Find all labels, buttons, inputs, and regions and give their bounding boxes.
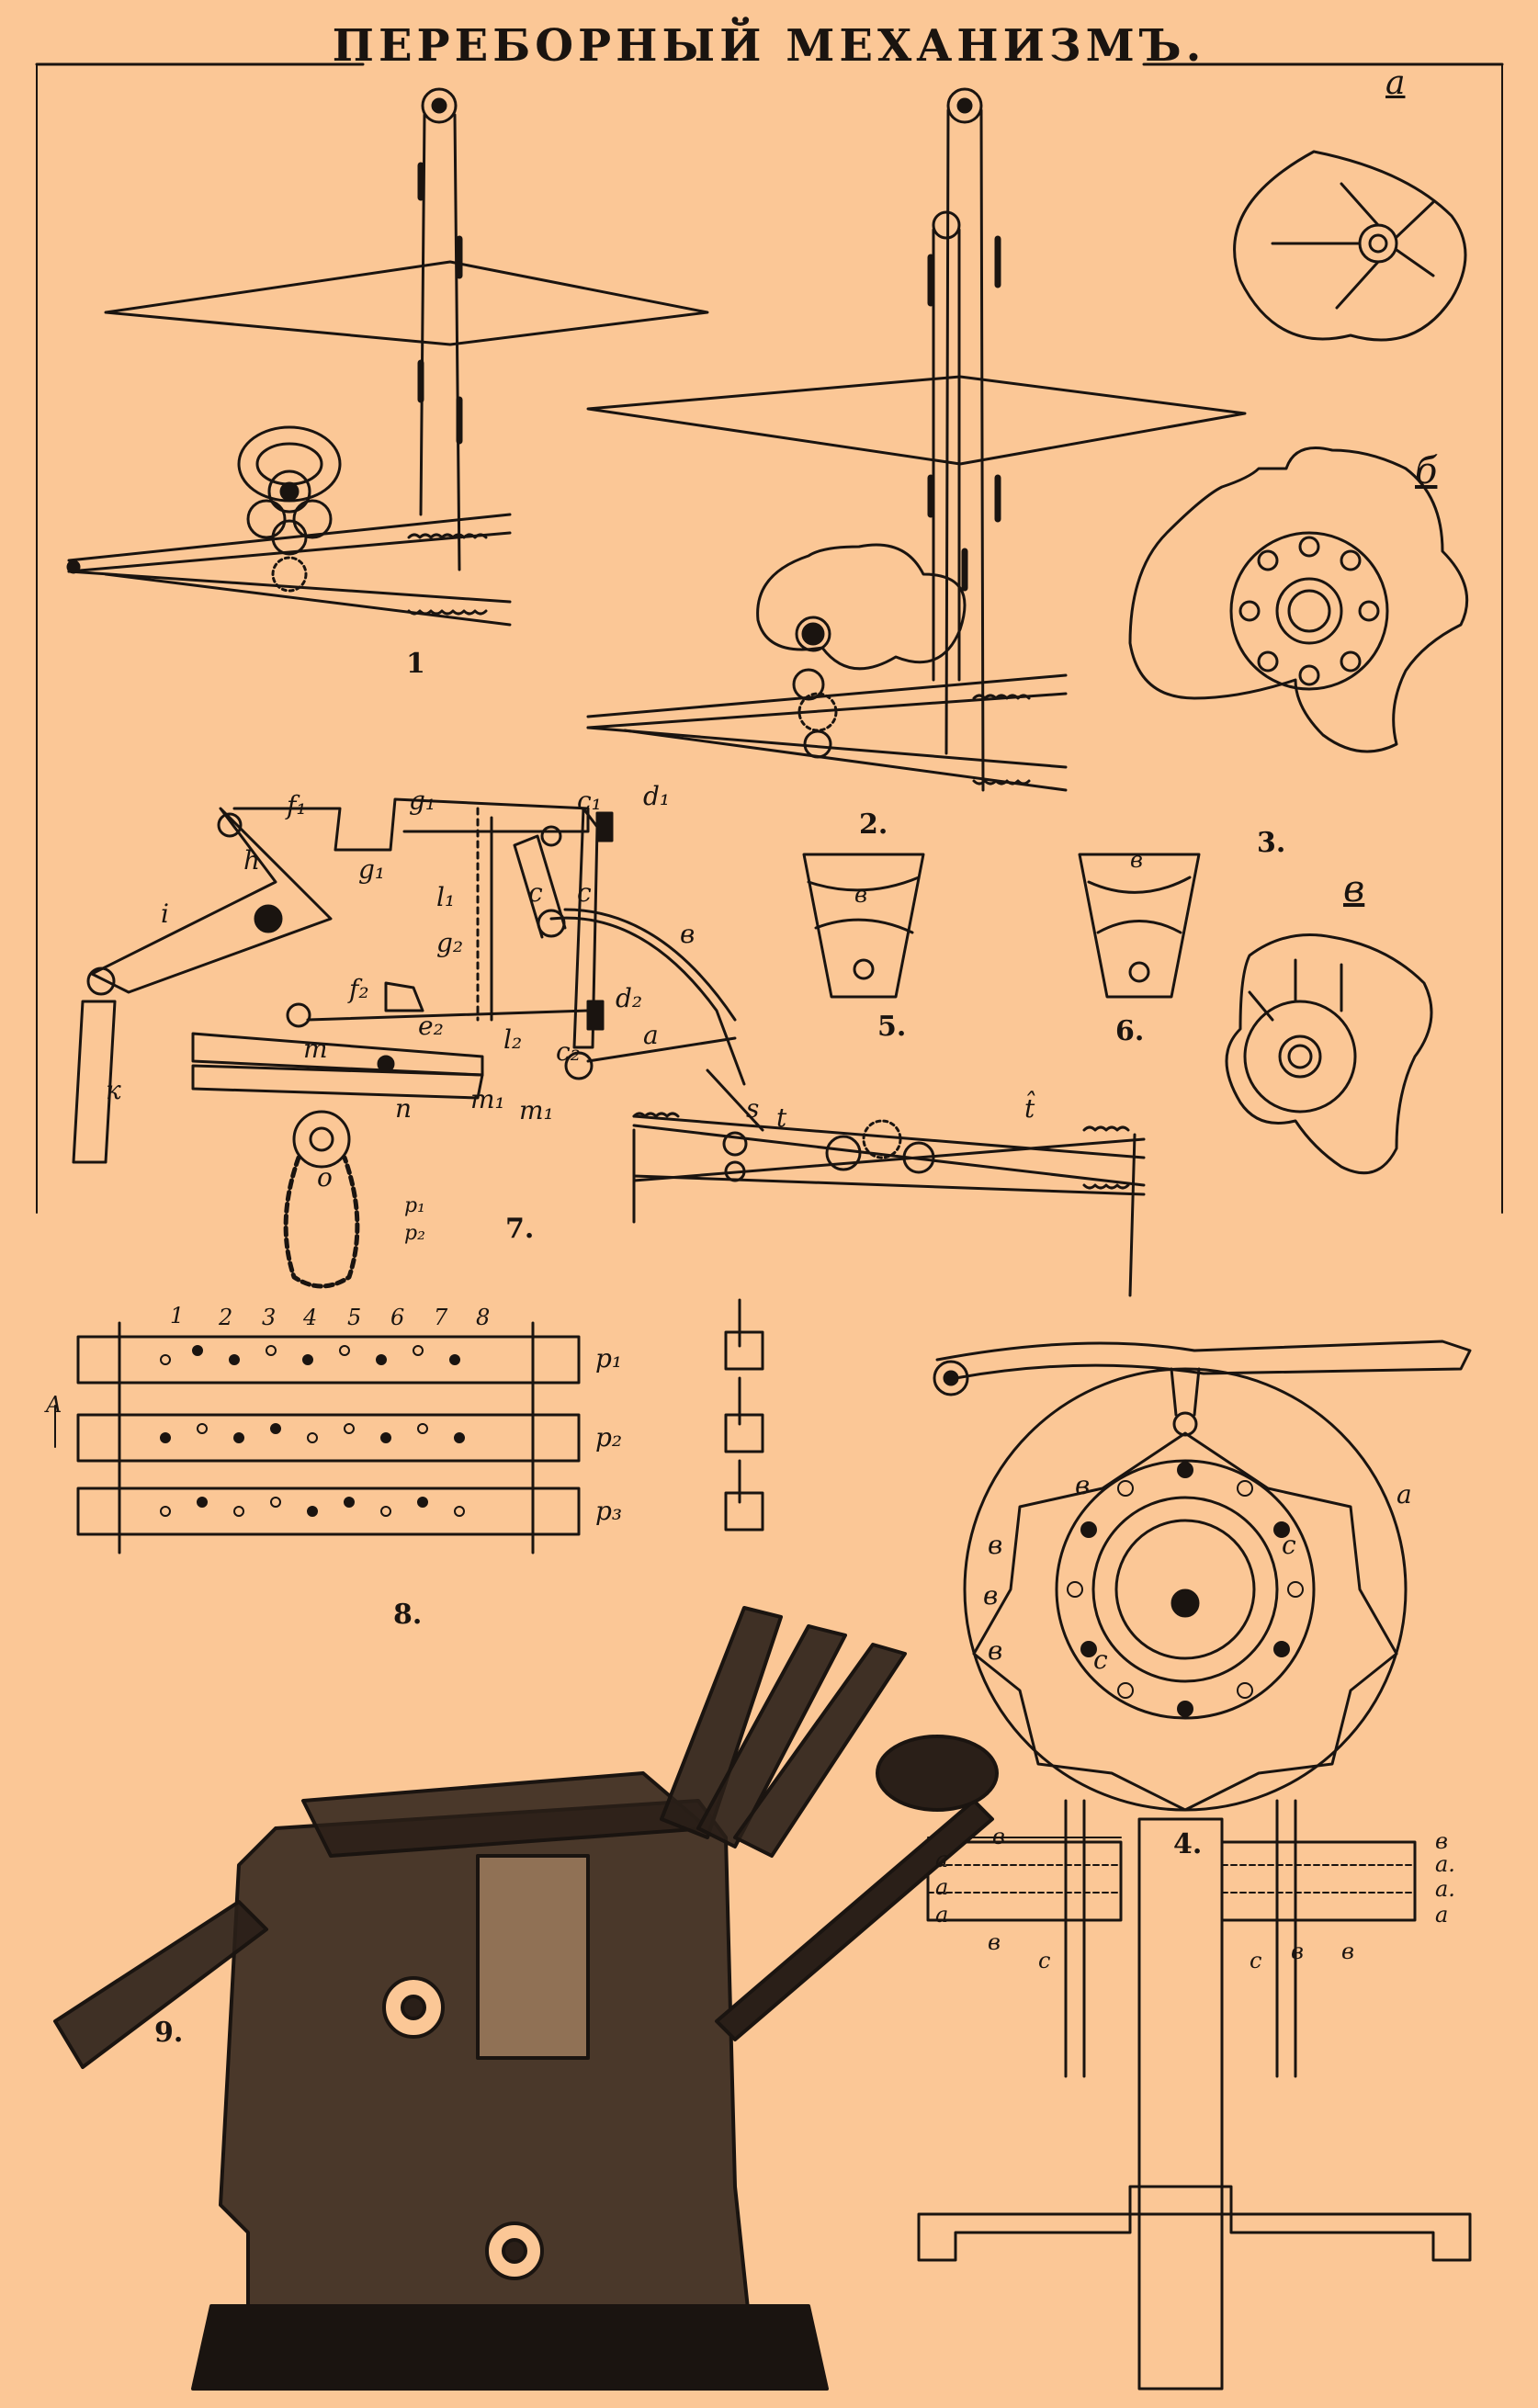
fig7-letter-l1: l₁ bbox=[436, 882, 456, 912]
figure-3v-wheel bbox=[1225, 933, 1433, 1175]
figure-3b-wheel bbox=[1128, 447, 1469, 753]
fig8-number-2: 2 bbox=[219, 1305, 233, 1330]
fig6-letter: в bbox=[1130, 847, 1143, 873]
fig7-letter-h: h bbox=[243, 845, 261, 876]
section-letter-right-4: a bbox=[1435, 1902, 1449, 1928]
figure-7-drawing bbox=[72, 797, 1146, 1297]
section-drawing bbox=[917, 1799, 1472, 2391]
fig7-letter-b: в bbox=[680, 919, 695, 949]
fig8-arrow-label: A bbox=[46, 1392, 62, 1418]
fig7-letter-t-right: t̂ bbox=[1024, 1093, 1035, 1124]
section-letter-right-1: в bbox=[1435, 1828, 1448, 1854]
fig8-number-5: 5 bbox=[347, 1305, 362, 1330]
figure-5-drawing bbox=[802, 853, 925, 999]
section-letter-right-7: c bbox=[1250, 1948, 1262, 1973]
fig4-letter-a: a bbox=[1397, 1479, 1412, 1509]
fig7-letter-g1-lower: g₁ bbox=[358, 854, 386, 885]
fig7-letter-m1-right: m₁ bbox=[519, 1095, 554, 1125]
fig4-letter-b1: в bbox=[1075, 1470, 1091, 1500]
section-letter-left-4: a bbox=[935, 1902, 949, 1928]
section-letter-left-3: a bbox=[935, 1874, 949, 1900]
fig8-number-6: 6 bbox=[390, 1305, 405, 1330]
section-letter-left-5: в bbox=[988, 1929, 1001, 1955]
fig7-letter-e2: e₂ bbox=[418, 1011, 444, 1041]
figure-9-machine bbox=[53, 1606, 999, 2391]
fig8-number-1: 1 bbox=[170, 1303, 185, 1328]
fig7-letter-g1: g₁ bbox=[409, 786, 436, 816]
section-letter-right-2: a. bbox=[1435, 1851, 1455, 1877]
fig7-letter-i: i bbox=[161, 899, 169, 929]
fig8-number-8: 8 bbox=[476, 1305, 491, 1330]
fig7-letter-m1: m₁ bbox=[470, 1084, 505, 1114]
fig7-letter-g2: g₂ bbox=[436, 928, 464, 958]
section-letter-left-2: a bbox=[935, 1847, 949, 1872]
fig7-letter-c-right: c bbox=[577, 877, 592, 908]
fig7-letter-a: a bbox=[643, 1020, 659, 1050]
fig4-letter-c1: c bbox=[1282, 1530, 1296, 1560]
fig7-letter-p1: p₁ bbox=[404, 1194, 425, 1217]
variant-a-label: а bbox=[1385, 64, 1406, 102]
fig5-letter: в bbox=[854, 882, 867, 908]
fig7-letter-l2: l₂ bbox=[503, 1024, 523, 1055]
figure-6-label: 6. bbox=[1115, 1015, 1145, 1047]
fig7-letter-k: к bbox=[106, 1075, 121, 1105]
figure-7-label: 7. bbox=[505, 1213, 535, 1245]
variant-v-label: в bbox=[1343, 868, 1365, 910]
figure-9-label: 9. bbox=[154, 2017, 184, 2049]
section-letter-left-1: в bbox=[992, 1824, 1005, 1849]
fig8-row-p2: p₂ bbox=[595, 1422, 623, 1453]
fig8-number-4: 4 bbox=[303, 1305, 318, 1330]
section-letter-right-5: в bbox=[1341, 1939, 1354, 1964]
fig7-letter-t: t bbox=[776, 1102, 787, 1133]
fig7-letter-f1: f₁ bbox=[287, 790, 307, 820]
fig7-letter-d2: d₂ bbox=[616, 983, 643, 1013]
fig8-number-7: 7 bbox=[434, 1305, 448, 1330]
fig7-letter-o: o bbox=[317, 1162, 333, 1193]
section-letter-right-3: a. bbox=[1435, 1876, 1455, 1902]
figure-2-label: 2. bbox=[859, 808, 888, 841]
figure-1-label: 1 bbox=[406, 648, 425, 680]
variant-b-label: б bbox=[1415, 450, 1438, 492]
section-letter-right-6: в bbox=[1291, 1939, 1304, 1964]
plate-frame bbox=[35, 62, 1504, 1214]
fig4-letter-b4: в bbox=[988, 1635, 1003, 1666]
figure-1-drawing bbox=[66, 87, 709, 627]
fig4-letter-b3: в bbox=[983, 1580, 999, 1611]
fig4-letter-b2: в bbox=[988, 1530, 1003, 1560]
fig7-letter-m: m bbox=[303, 1034, 328, 1064]
page-title: ПЕРЕБОРНЫЙ МЕХАНИЗМЪ. bbox=[332, 20, 1206, 72]
fig7-letter-f2: f₂ bbox=[349, 974, 369, 1004]
fig7-letter-d1: d₁ bbox=[643, 781, 671, 811]
figure-2-drawing bbox=[586, 87, 1247, 792]
fig8-row-p1: p₁ bbox=[595, 1343, 623, 1374]
fig8-number-3: 3 bbox=[262, 1305, 277, 1330]
fig7-letter-c1: c₁ bbox=[577, 786, 602, 816]
fig7-letter-p2: p₂ bbox=[404, 1222, 425, 1245]
figure-8-drawing bbox=[54, 1298, 764, 1554]
figure-6-drawing bbox=[1078, 853, 1201, 999]
fig4-letter-c2: c bbox=[1093, 1645, 1108, 1675]
fig7-letter-n: n bbox=[395, 1093, 413, 1124]
fig8-row-p3: p₃ bbox=[595, 1496, 623, 1526]
figure-3-label: 3. bbox=[1257, 827, 1286, 859]
figure-4-label: 4. bbox=[1173, 1828, 1203, 1860]
figure-3a-wheel bbox=[1233, 150, 1467, 342]
fig7-letter-c: c bbox=[528, 877, 543, 908]
figure-8-label: 8. bbox=[393, 1599, 423, 1631]
figure-5-label: 5. bbox=[877, 1011, 907, 1043]
fig7-letter-s: s bbox=[746, 1093, 760, 1124]
figure-4-drawing bbox=[933, 1340, 1472, 1812]
section-letter-left-6: c bbox=[1038, 1948, 1051, 1973]
fig7-letter-c2: c₂ bbox=[556, 1036, 581, 1067]
